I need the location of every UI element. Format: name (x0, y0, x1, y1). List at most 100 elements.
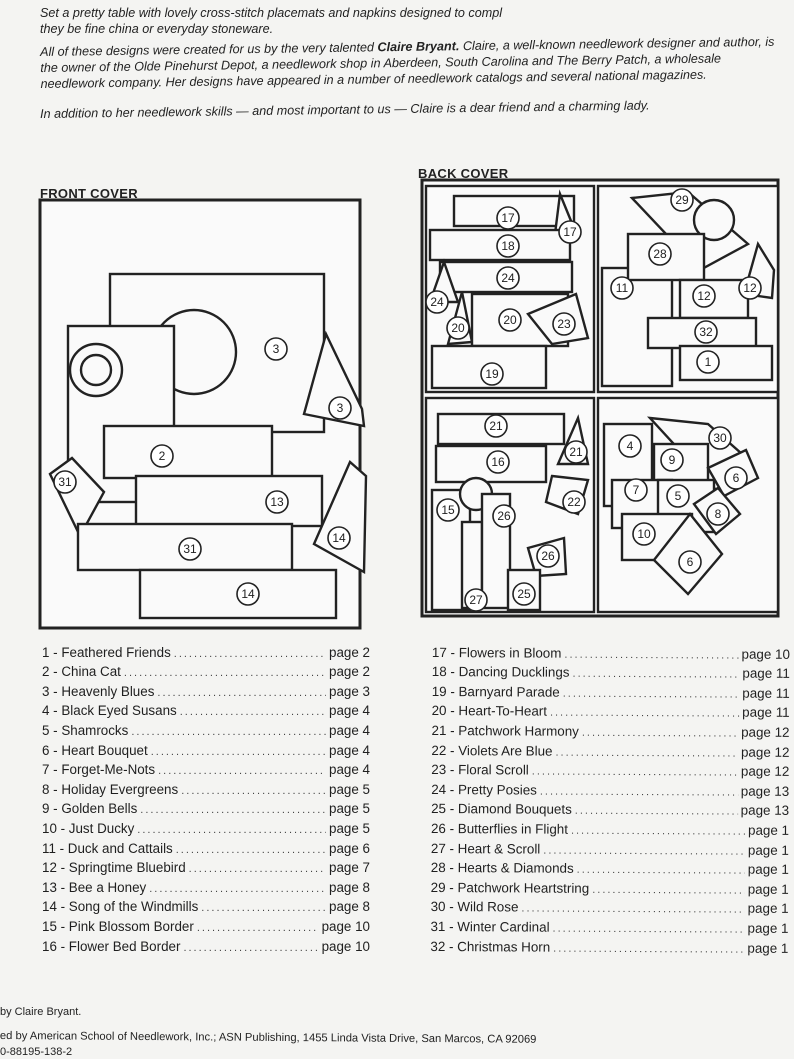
list-item: 30 - Wild Rose..........................… (431, 895, 789, 916)
leader-dots: ........................................… (576, 863, 745, 877)
list-item: 2 - China Cat...........................… (42, 660, 370, 680)
leader-dots: ........................................… (181, 784, 326, 797)
pattern-name: 6 - Heart Bouquet (42, 742, 148, 758)
footer-credit: by Claire Bryant. (0, 1006, 82, 1018)
leader-dots: ........................................… (564, 648, 739, 662)
footer-isbn: 0-88195-138-2 (0, 1046, 73, 1058)
list-item: 15 - Pink Blossom Border................… (42, 914, 370, 934)
list-item: 32 - Christmas Horn.....................… (430, 934, 788, 955)
back-cover-title: BACK COVER (418, 166, 509, 181)
pattern-name: 13 - Bee a Honey (42, 879, 147, 895)
badge-circle (724, 466, 748, 490)
leader-dots: ........................................… (175, 843, 327, 856)
list-item: 1 - Feathered Friends...................… (42, 640, 370, 660)
badge-circle (624, 478, 648, 502)
badge-number: 18 (501, 239, 515, 253)
badge-number: 3 (273, 342, 280, 356)
page-reference: page 1 (748, 822, 790, 838)
list-item: 9 - Golden Bells........................… (42, 797, 370, 817)
badge-number: 20 (451, 321, 465, 335)
pattern-name: 28 - Hearts & Diamonds (430, 860, 574, 876)
badge-number: 24 (430, 295, 444, 309)
list-item: 11 - Duck and Cattails..................… (42, 836, 370, 856)
leader-dots: ........................................… (183, 941, 318, 954)
list-item: 25 - Diamond Bouquets...................… (431, 797, 789, 818)
page-reference: page 5 (329, 801, 370, 817)
list-item: 10 - Just Ducky.........................… (42, 816, 370, 836)
pattern-name: 15 - Pink Blossom Border (42, 918, 194, 934)
intro-paragraph-2: All of these designs were created for us… (40, 34, 776, 92)
badge-circle (236, 582, 260, 606)
pattern-name: 4 - Black Eyed Susans (42, 703, 177, 719)
leader-dots: ........................................… (196, 921, 319, 934)
badge-number: 26 (497, 509, 511, 523)
badge-number: 17 (501, 211, 515, 225)
list-item: 28 - Hearts & Diamonds..................… (431, 856, 789, 877)
pattern-name: 11 - Duck and Cattails (42, 840, 173, 856)
badge-circle (328, 396, 352, 420)
list-item: 17 - Flowers in Bloom...................… (432, 640, 790, 662)
badge-number: 24 (501, 271, 515, 285)
badge-number: 14 (241, 587, 255, 601)
badge-number: 3 (337, 401, 344, 415)
badge-circle (678, 550, 702, 574)
badge-circle (327, 526, 351, 550)
pattern-name: 9 - Golden Bells (42, 801, 138, 817)
leader-dots: ........................................… (581, 726, 739, 740)
pattern-name: 32 - Christmas Horn (430, 938, 551, 955)
page-reference: page 11 (742, 665, 790, 682)
leader-dots: ........................................… (131, 725, 327, 738)
badge-circle (484, 414, 508, 438)
badge-circle (486, 450, 510, 474)
badge-number: 22 (567, 495, 581, 509)
list-item: 29 - Patchwork Heartstring..............… (431, 875, 789, 897)
leader-dots: ........................................… (173, 647, 326, 660)
list-item: 24 - Pretty Posies......................… (431, 777, 789, 799)
intro-paragraph-2-text: All of these designs were created for us… (40, 34, 776, 92)
pattern-name: 1 - Feathered Friends (42, 644, 171, 660)
leader-dots: ........................................… (521, 902, 745, 916)
page-reference: page 8 (329, 899, 370, 915)
badge-circle (552, 312, 576, 336)
badge-number: 11 (616, 281, 629, 295)
list-item: 5 - Shamrocks...........................… (42, 718, 370, 738)
list-item: 18 - Dancing Ducklings..................… (432, 660, 790, 681)
pattern-name: 23 - Floral Scroll (431, 762, 529, 778)
page-reference: page 1 (747, 940, 789, 956)
leader-dots: ........................................… (592, 883, 745, 897)
badge-circle (265, 490, 289, 514)
placemat-32 (646, 316, 758, 350)
badge-circle (632, 522, 656, 546)
badge-number: 31 (58, 475, 72, 489)
page-reference: page 4 (329, 703, 370, 719)
pattern-name: 2 - China Cat (42, 664, 121, 680)
badge-circle (536, 544, 560, 568)
badge-circle (498, 308, 522, 332)
badge-circle (564, 440, 588, 464)
pattern-name: 16 - Flower Bed Border (42, 938, 181, 954)
intro-paragraph-3: In addition to her needlework skills — a… (40, 96, 775, 122)
badge-number: 7 (633, 483, 640, 497)
badge-circle (446, 316, 470, 340)
pattern-name: 25 - Diamond Bouquets (431, 801, 572, 818)
footer-publisher: ed by American School of Needlework, Inc… (0, 1030, 537, 1046)
list-item: 13 - Bee a Honey........................… (42, 875, 370, 895)
page-reference: page 4 (329, 722, 370, 738)
pattern-name: 30 - Wild Rose (430, 899, 519, 915)
leader-dots: ........................................… (553, 942, 745, 956)
page-reference: page 7 (329, 860, 370, 876)
badge-number: 20 (503, 313, 517, 327)
placemat-13 (134, 474, 324, 528)
pattern-name: 19 - Barnyard Parade (431, 683, 560, 700)
pattern-name: 20 - Heart-To-Heart (431, 703, 548, 719)
page-reference: page 4 (329, 762, 370, 778)
badge-circle (696, 350, 720, 374)
list-item: 20 - Heart-To-Heart.....................… (432, 699, 790, 720)
badge-number: 4 (627, 439, 634, 453)
badge-circle (496, 234, 520, 258)
leader-dots: ........................................… (531, 765, 738, 779)
pattern-name: 26 - Butterflies in Flight (430, 820, 569, 837)
leader-dots: ........................................… (140, 804, 327, 817)
pattern-name: 21 - Patchwork Harmony (431, 722, 579, 739)
